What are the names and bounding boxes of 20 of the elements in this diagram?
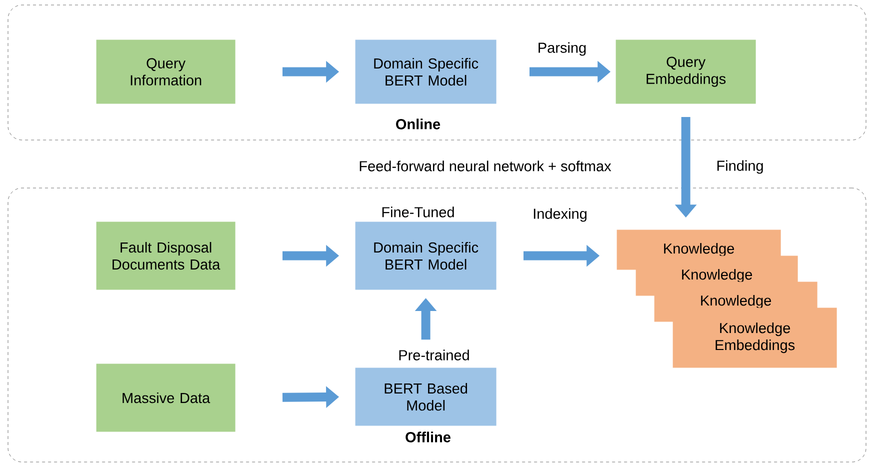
node-label: Knowledge xyxy=(682,269,752,283)
group-label: Offline xyxy=(406,432,450,442)
knowledge-card: Knowledge Embeddings xyxy=(672,308,837,368)
input-box: Fault Disposal Documents Data xyxy=(96,222,236,290)
node-label: Knowledge xyxy=(664,243,734,257)
stage-label: Fine-Tuned xyxy=(380,206,456,218)
edge-label: Finding xyxy=(715,159,765,175)
edge-label: Indexing xyxy=(532,207,588,223)
node-label: Knowledge xyxy=(701,295,772,309)
input-box: Massive Data xyxy=(96,364,236,432)
group-label: Online xyxy=(396,118,440,130)
note-label: Feed-forward neural network + softmax xyxy=(358,160,612,172)
node-label: Knowledge Embeddings xyxy=(716,322,795,354)
input-box: Query Information xyxy=(96,40,236,104)
model-box: Domain Specific BERT Model xyxy=(355,222,496,290)
edge-label: Parsing xyxy=(536,41,588,57)
stage-label: Pre-trained xyxy=(397,348,471,362)
model-box: Domain Specific BERT Model xyxy=(355,40,496,104)
model-box: BERT Based Model xyxy=(355,368,496,426)
input-box: Query Embeddings xyxy=(616,40,756,104)
